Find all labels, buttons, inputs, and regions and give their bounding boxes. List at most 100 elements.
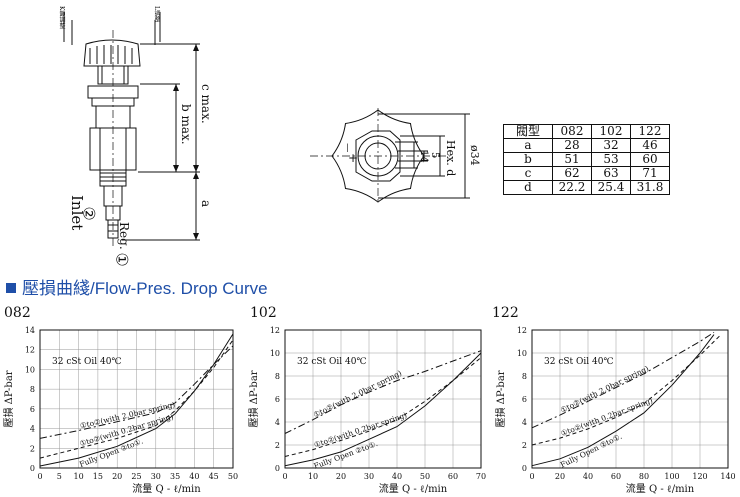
y-tick-label: 12 — [270, 326, 280, 335]
y-axis-label: 壓損 ΔP-bar — [2, 370, 15, 427]
x-tick-label: 5 — [57, 472, 62, 481]
x-tick-label: 30 — [151, 472, 161, 481]
dimension-table: 閥型 082 102 122 a 28 32 46 b 51 53 60 c 6… — [503, 124, 670, 195]
x-tick-label: 40 — [392, 472, 402, 481]
x-tick-label: 20 — [555, 472, 565, 481]
plot-frame — [284, 329, 482, 469]
table-cell: 28 — [552, 138, 592, 153]
y-tick-label: 0 — [522, 464, 527, 473]
table-row: c 62 63 71 — [503, 166, 670, 181]
table-cell: 71 — [630, 166, 670, 181]
series-line — [284, 350, 482, 434]
table-header-cell: 閥型 — [503, 124, 553, 139]
table-cell: 51 — [552, 152, 592, 167]
x-tick-label: 60 — [448, 472, 458, 481]
y-tick-label: 6 — [522, 395, 527, 404]
y-tick-label: 12 — [517, 326, 527, 335]
b-max-label: b max. — [179, 104, 193, 145]
x-tick-label: 45 — [209, 472, 219, 481]
y-tick-label: 4 — [522, 418, 527, 427]
table-cell: 31.8 — [630, 180, 670, 195]
table-cell: b — [503, 152, 553, 167]
table-cell: 25.4 — [591, 180, 631, 195]
x-tick-label: 0 — [529, 472, 534, 481]
y-tick-label: 14 — [25, 326, 35, 335]
table-cell: 32 — [591, 138, 631, 153]
y-tick-label: 0 — [30, 464, 35, 473]
x-axis-label: 流量 Q - ℓ/min — [626, 482, 695, 495]
section-title: 壓損曲綫/Flow-Pres. Drop Curve — [6, 274, 268, 299]
x-tick-label: 0 — [282, 472, 287, 481]
y-tick-label: 2 — [522, 441, 527, 450]
chart-model-label: 102 — [250, 305, 277, 321]
dim-14-label: 14 — [418, 150, 429, 163]
x-tick-label: 30 — [364, 472, 374, 481]
dim-5-label: 5 — [429, 152, 440, 159]
x-tick-label: 15 — [93, 472, 103, 481]
table-cell: 63 — [591, 166, 631, 181]
y-tick-label: 4 — [275, 418, 280, 427]
x-tick-label: 80 — [639, 472, 649, 481]
c-max-label: c max. — [199, 84, 213, 124]
y-tick-label: 6 — [30, 405, 35, 414]
y-tick-label: 8 — [522, 372, 527, 381]
series-line — [39, 345, 234, 439]
x-tick-label: 40 — [583, 472, 593, 481]
plot-frame — [531, 329, 729, 469]
table-cell: 46 — [630, 138, 670, 153]
top-view-drawing: + | — [310, 108, 470, 204]
y-tick-label: 4 — [30, 425, 35, 434]
l-adjust-label: L調整 — [153, 6, 160, 22]
x-tick-label: 60 — [611, 472, 621, 481]
svg-text:|: | — [346, 143, 349, 152]
table-cell: 53 — [591, 152, 631, 167]
table-cell: 60 — [630, 152, 670, 167]
oil-condition-label: 32 cSt Oil 40℃ — [544, 357, 614, 367]
x-tick-label: 50 — [420, 472, 430, 481]
series-line — [284, 352, 482, 467]
x-tick-label: 35 — [170, 472, 180, 481]
x-tick-label: 70 — [476, 472, 486, 481]
y-tick-label: 12 — [25, 346, 35, 355]
hex-d-label: Hex. d — [444, 140, 457, 177]
a-dimension-label: a — [199, 200, 213, 208]
x-tick-label: 0 — [37, 472, 42, 481]
table-cell: c — [503, 166, 553, 181]
table-header-row: 閥型 082 102 122 — [503, 124, 670, 139]
y-tick-label: 8 — [275, 372, 280, 381]
table-header-cell: 082 — [552, 124, 592, 139]
x-tick-label: 20 — [112, 472, 122, 481]
table-header-cell: 102 — [591, 124, 631, 139]
y-tick-label: 10 — [270, 349, 280, 358]
y-tick-label: 10 — [517, 349, 527, 358]
table-header-cell: 122 — [630, 124, 670, 139]
y-tick-label: 2 — [30, 444, 35, 453]
x-tick-label: 25 — [131, 472, 141, 481]
x-tick-label: 50 — [228, 472, 238, 481]
plot-frame — [39, 329, 234, 469]
series-line — [39, 339, 234, 459]
y-tick-label: 6 — [275, 395, 280, 404]
y-tick-label: 10 — [25, 365, 35, 374]
x-tick-label: 140 — [720, 472, 735, 481]
dia-34-label: ø34 — [468, 145, 481, 166]
table-cell: d — [503, 180, 553, 195]
chart-model-label: 122 — [492, 305, 519, 321]
y-axis-label: 壓損 ΔP-bar — [494, 370, 507, 427]
y-tick-label: 2 — [275, 441, 280, 450]
valve-drawing — [63, 12, 200, 248]
table-cell: 62 — [552, 166, 592, 181]
x-tick-label: 100 — [664, 472, 679, 481]
series-line — [531, 334, 715, 467]
x-axis-label: 流量 Q - ℓ/min — [379, 482, 448, 495]
reg-label: Reg. — [117, 222, 131, 250]
y-tick-label: 8 — [30, 385, 35, 394]
series-line — [39, 333, 234, 467]
x-tick-label: 20 — [336, 472, 346, 481]
table-row: d 22.2 25.4 31.8 — [503, 180, 670, 195]
oil-condition-label: 32 cSt Oil 40℃ — [297, 357, 367, 367]
y-axis-label: 壓損 ΔP-bar — [247, 370, 260, 427]
